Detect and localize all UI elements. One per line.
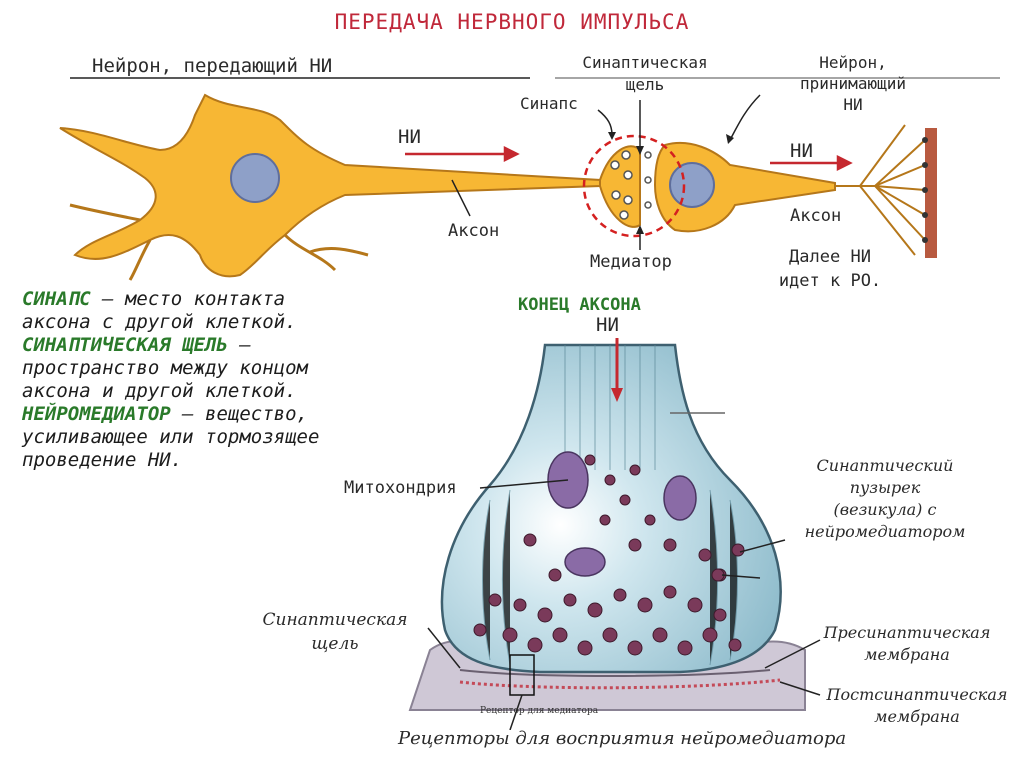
definition-neuromediator: НЕЙРОМЕДИАТОР – вещество, усиливающее ил… [22, 403, 362, 472]
mediator-label: Медиатор [590, 252, 672, 272]
axon-end-label: КОНЕЦ АКСОНА [518, 295, 641, 315]
vesicle-label-line-4: нейромедиатором [804, 522, 966, 541]
definition-text: – место контакта аксона с другой клеткой… [22, 288, 297, 333]
definition-text: – пространство между концом аксона и дру… [22, 334, 308, 402]
receiving-neuron-label: Нейрон, принимающий НИ [768, 52, 938, 115]
next-label-line-2: идет к РО. [778, 271, 882, 291]
synapse-terminal [582, 134, 686, 238]
neuron-transmission-diagram [59, 77, 1000, 281]
nucleus-icon [230, 153, 280, 203]
receptor-small-label: Рецептор для медиатора [480, 706, 599, 716]
next-label-line-1: Далее НИ [789, 247, 871, 267]
vesicle-label: Синаптический пузырек (везикула) с нейро… [790, 455, 980, 543]
impulse-label-2: НИ [790, 140, 813, 162]
axon-bulb [440, 343, 782, 674]
next-label: Далее НИ идет к РО. [760, 245, 900, 293]
postsynaptic-label-line-1: Постсинаптическая [826, 685, 1008, 704]
muscle-effector [925, 128, 937, 258]
presynaptic-label-line-2: мембрана [864, 645, 950, 664]
postsynaptic-membrane [459, 678, 781, 690]
receiving-neuron-label-line-3: НИ [843, 95, 863, 114]
definition-synapse: СИНАПС – место контакта аксона с другой … [22, 288, 362, 334]
definition-text: – вещество, усиливающее или тормозящее п… [22, 403, 320, 471]
cleft-label-line-1: Синаптическая [262, 610, 408, 630]
term-neuromediator: НЕЙРОМЕДИАТОР [22, 403, 171, 425]
vesicle-label-line-1: Синаптический [816, 456, 954, 475]
synapse-label: Синапс [520, 94, 578, 113]
synapse-highlight-circle [582, 134, 686, 238]
synaptic-cleft-label: Синаптическая щель [560, 52, 730, 96]
presynaptic-label-line-1: Пресинаптическая [823, 623, 991, 642]
mitochondria-label: Митохондрия [344, 478, 457, 498]
presynaptic-label: Пресинаптическая мембрана [812, 622, 1002, 666]
receiving-neuron-label-line-2: принимающий [800, 74, 906, 93]
receptors-label: Рецепторы для восприятия нейромедиатора [398, 728, 847, 749]
vesicle-label-line-2: пузырек [849, 478, 921, 497]
term-cleft: СИНАПТИЧЕСКАЯ ЩЕЛЬ [22, 334, 228, 356]
page-title: ПЕРЕДАЧА НЕРВНОГО ИМПУЛЬСА [334, 10, 690, 34]
vesicle-label-line-3: (везикула) с [833, 500, 937, 519]
definition-cleft: СИНАПТИЧЕСКАЯ ЩЕЛЬ – пространство между … [22, 334, 362, 403]
postsynaptic-label-line-2: мембрана [874, 707, 960, 726]
term-synapse: СИНАПС [22, 288, 91, 310]
sending-neuron [59, 93, 601, 281]
cleft-label-line-2: щель [311, 634, 359, 654]
vesicles [473, 454, 745, 656]
sending-neuron-label: Нейрон, передающий НИ [92, 55, 333, 77]
synaptic-cleft-label-line-2: щель [625, 75, 665, 94]
receiving-neuron [653, 124, 937, 258]
postsynaptic-label: Постсинаптическая мембрана [822, 684, 1012, 728]
axon-label-1: Аксон [448, 221, 500, 241]
impulse-label-3: НИ [596, 314, 619, 336]
axon-terminal-diagram [408, 338, 821, 730]
receiving-neuron-label-line-1: Нейрон, [819, 53, 887, 72]
definitions-list: СИНАПС – место контакта аксона с другой … [22, 288, 362, 472]
synaptic-cleft-label-line-1: Синаптическая [582, 53, 708, 72]
cleft-label: Синаптическая щель [255, 608, 415, 656]
impulse-label-1: НИ [398, 126, 421, 148]
axon-label-2: Аксон [790, 206, 842, 226]
